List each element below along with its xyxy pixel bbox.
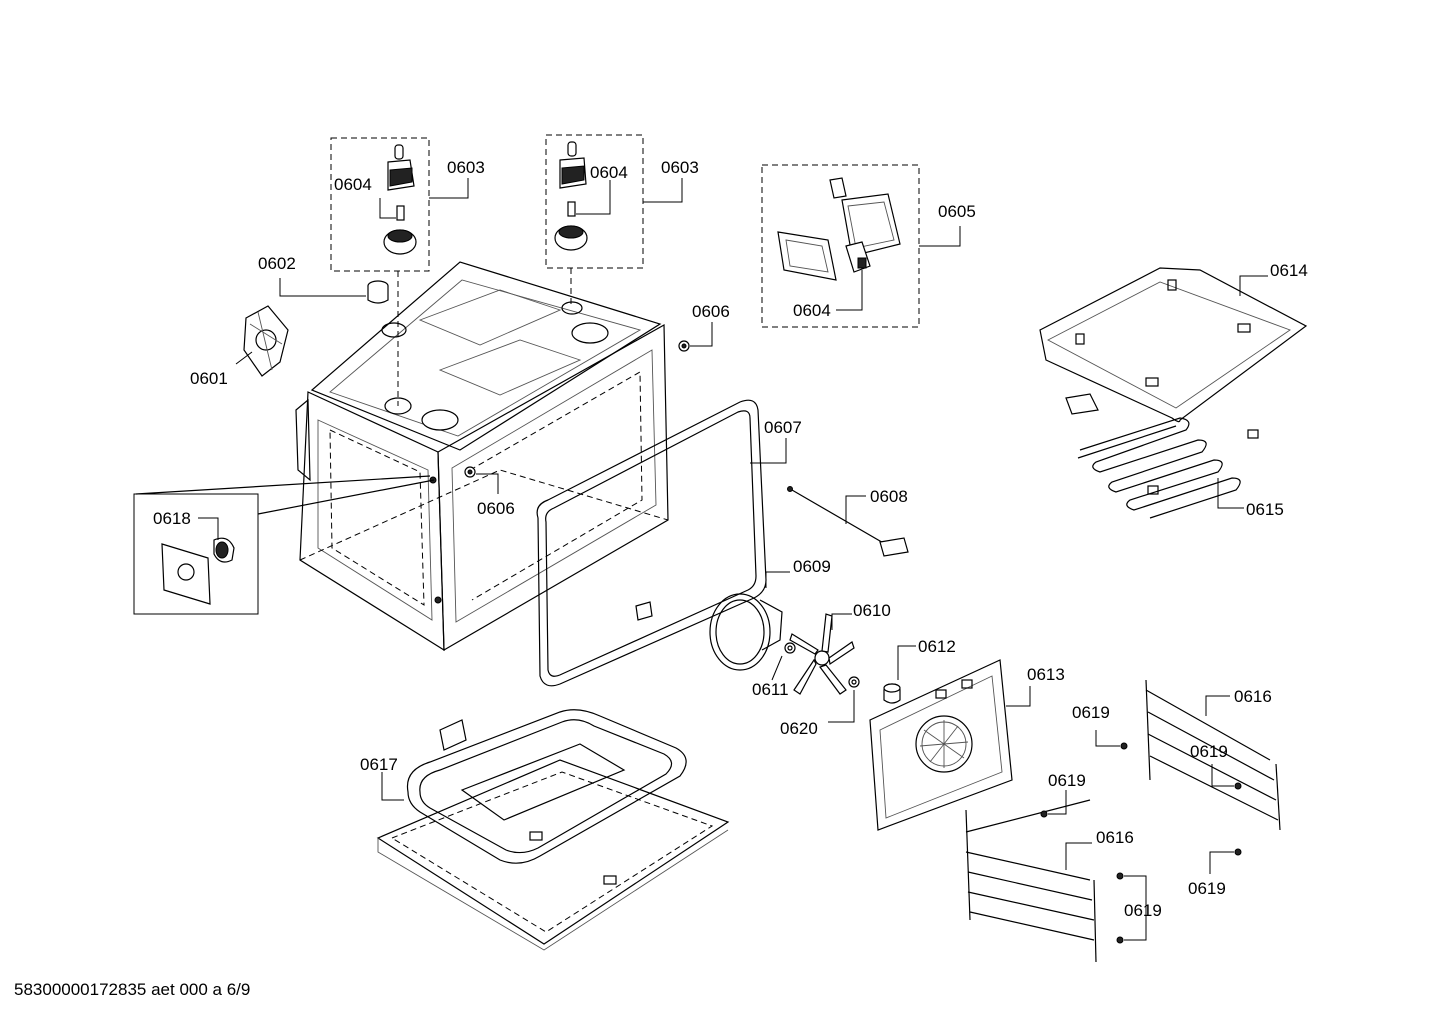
part-0620-nut bbox=[848, 676, 860, 688]
part-0616-shelf-support-left bbox=[965, 799, 1097, 963]
label-0604-right: 0604 bbox=[590, 163, 628, 182]
label-0603-left: 0603 bbox=[447, 158, 485, 177]
part-0605-side-lamp bbox=[777, 177, 901, 281]
label-0616-left: 0616 bbox=[1096, 828, 1134, 847]
label-0606-front: 0606 bbox=[477, 499, 515, 518]
label-0611: 0611 bbox=[752, 680, 789, 699]
label-0612: 0612 bbox=[918, 637, 956, 656]
group-0603-lamp-assembly-left bbox=[330, 137, 430, 272]
part-0609-ring-heater bbox=[709, 593, 783, 671]
part-0614-top-heater-cover bbox=[1039, 267, 1308, 423]
part-0613-fan-cover-plate bbox=[869, 659, 1013, 831]
part-0617-bottom-heating-element bbox=[376, 709, 730, 951]
label-0615: 0615 bbox=[1246, 500, 1284, 519]
label-0604-side: 0604 bbox=[793, 301, 831, 320]
label-0616-right: 0616 bbox=[1234, 687, 1272, 706]
oven-cavity bbox=[295, 261, 669, 652]
label-0619-a: 0619 bbox=[1072, 703, 1110, 722]
label-0607: 0607 bbox=[764, 418, 802, 437]
part-0612-spacer bbox=[883, 683, 901, 704]
part-0604-lamp-right bbox=[554, 141, 588, 251]
label-0606-top: 0606 bbox=[692, 302, 730, 321]
label-0614: 0614 bbox=[1270, 261, 1308, 280]
document-reference: 58300000172835 aet 000 a 6/9 bbox=[14, 980, 251, 999]
label-0617: 0617 bbox=[360, 755, 398, 774]
part-0607-door-seal bbox=[536, 399, 767, 687]
part-0601-cooling-fan-motor bbox=[243, 305, 289, 377]
part-0611-washer bbox=[784, 642, 796, 654]
label-0601: 0601 bbox=[190, 369, 228, 388]
label-0619-c: 0619 bbox=[1048, 771, 1086, 790]
label-0619-b: 0619 bbox=[1190, 742, 1228, 761]
label-0620: 0620 bbox=[780, 719, 818, 738]
label-0609: 0609 bbox=[793, 557, 831, 576]
group-0603-lamp-assembly-right bbox=[545, 134, 644, 269]
part-0606-screw-top bbox=[678, 340, 690, 352]
label-0619-e: 0619 bbox=[1124, 901, 1162, 920]
part-0606-screw-front bbox=[464, 466, 476, 478]
part-0615-grill-heating-element bbox=[1065, 393, 1259, 519]
part-0610-fan-wheel bbox=[789, 613, 855, 695]
label-0602: 0602 bbox=[258, 254, 296, 273]
label-0603-right: 0603 bbox=[661, 158, 699, 177]
label-0604-left: 0604 bbox=[334, 175, 372, 194]
label-0619-d: 0619 bbox=[1188, 879, 1226, 898]
label-0613: 0613 bbox=[1027, 665, 1065, 684]
label-0618: 0618 bbox=[153, 509, 191, 528]
label-0608: 0608 bbox=[870, 487, 908, 506]
label-0605: 0605 bbox=[938, 202, 976, 221]
label-0610: 0610 bbox=[853, 601, 891, 620]
part-0604-lamp-left bbox=[383, 144, 417, 255]
part-0608-temperature-sensor bbox=[787, 486, 909, 557]
part-0619-screws bbox=[1040, 742, 1242, 944]
detail-0618-inset bbox=[133, 475, 435, 615]
part-0602-lamp-socket bbox=[367, 280, 389, 304]
